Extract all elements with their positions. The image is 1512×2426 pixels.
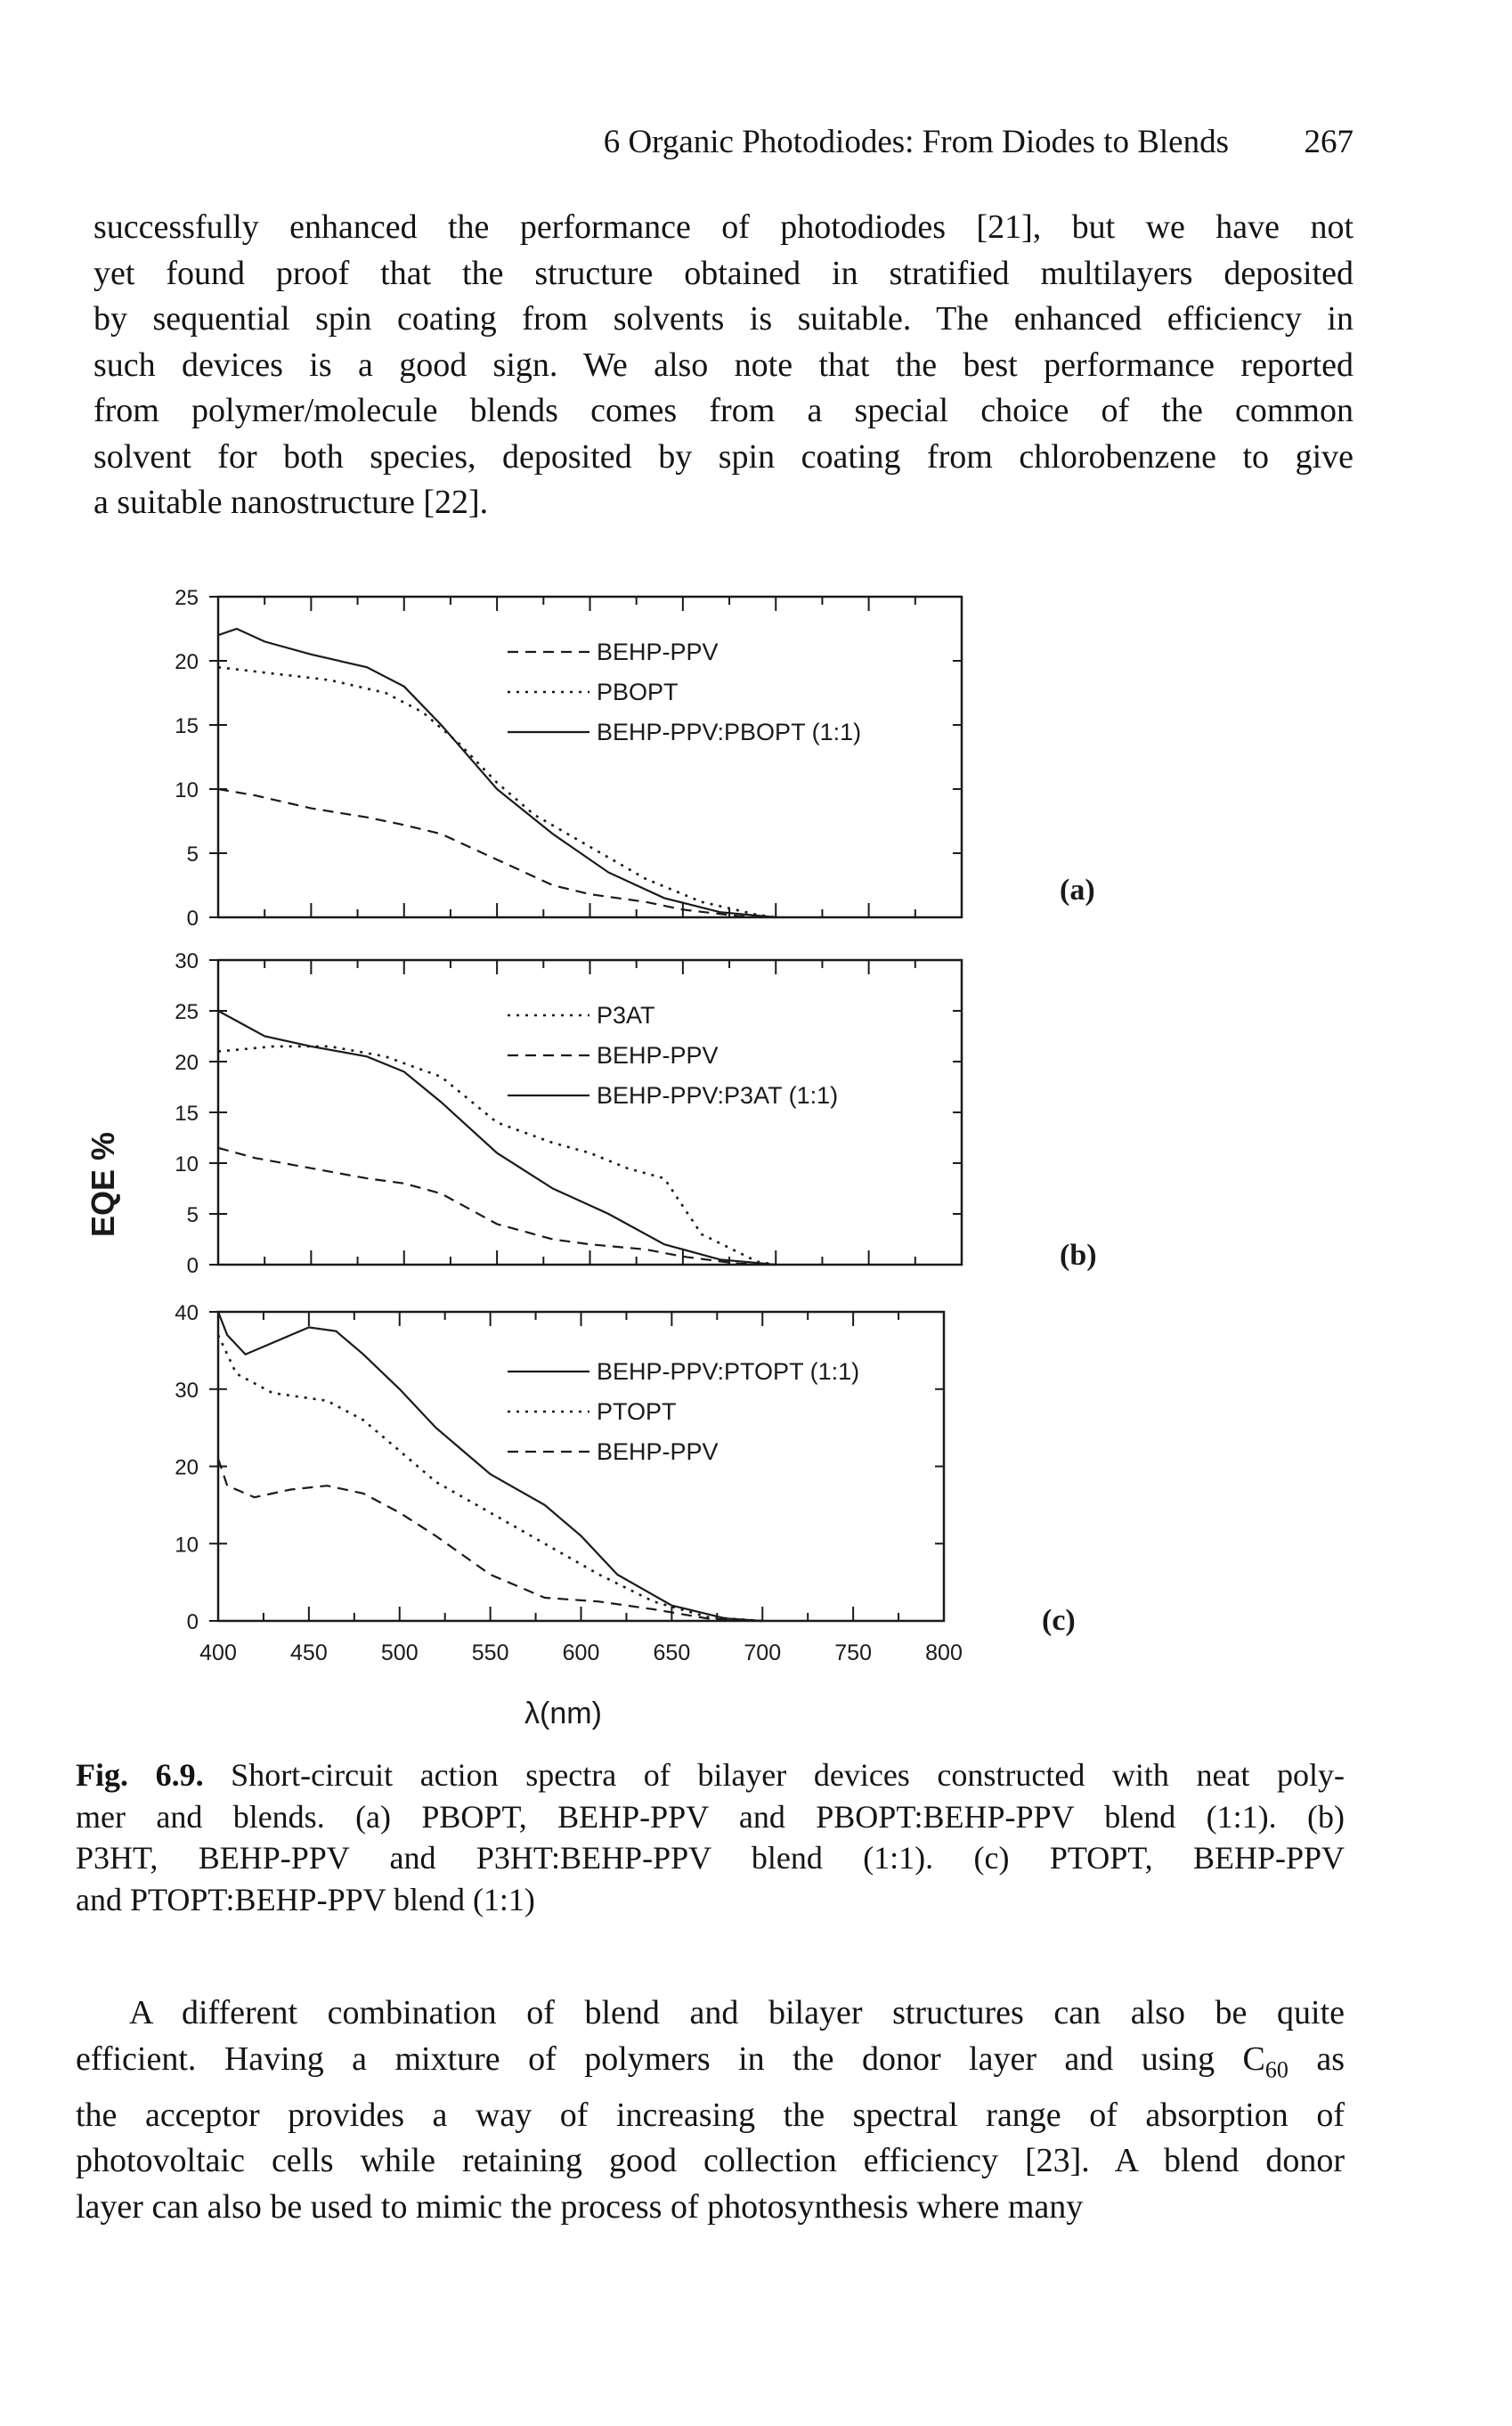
y-tick-label: 0 [187,1254,199,1278]
paragraph-line-part: as [1288,2039,1345,2078]
paragraph-line-part: efficient. Having a mixture of polymers … [76,2039,1265,2078]
series-line-3 [217,627,776,919]
y-tick-label: 20 [175,650,199,674]
caption-line: P3HT, BEHP-PPV and P3HT:BEHP-PPV blend (… [76,1840,1345,1876]
series-line-3 [217,1010,776,1266]
y-tick-label: 20 [175,1051,199,1075]
subscript-60: 60 [1264,2056,1288,2083]
chart-panel-3: 0 10 20 30 40 400 450 500 550 600 650 700 750 800 λ(nm… [175,1301,1075,1730]
plot-frame [216,595,963,919]
y-tick-label: 10 [175,778,199,802]
y-tick-label: 15 [175,714,199,738]
x-tick-label: 700 [744,1640,781,1665]
x-tick-label: 750 [834,1640,872,1665]
paragraph-line: photovoltaic cells while retaining good … [76,2142,1345,2180]
panel-label: (c) [1042,1604,1076,1637]
top-paragraph: successfully enhanced the performance of… [93,205,1353,526]
running-title: 6 Organic Photodiodes: From Diodes to Bl… [603,124,1229,160]
y-axis-label: EQE % [85,1132,121,1237]
legend-label: BEHP-PPV:PTOPT (1:1) [597,1358,859,1385]
caption-text: Short-circuit action spectra of bilayer … [231,1757,1345,1793]
page-number: 267 [1304,124,1354,160]
y-tick-label: 10 [175,1533,199,1557]
x-tick-label: 500 [381,1640,419,1665]
x-tick-label: 600 [563,1640,600,1665]
legend-label: BEHP-PPV:PBOPT (1:1) [597,719,861,745]
legend-label: PBOPT [597,679,679,705]
legend-label: BEHP-PPV [597,1042,719,1069]
legend-label: BEHP-PPV:P3AT (1:1) [597,1082,838,1109]
y-tick-label: 5 [187,843,199,867]
series-line-1 [217,1045,776,1266]
caption-line: mer and blends. (a) PBOPT, BEHP-PPV and … [76,1798,1345,1835]
y-tick-label: 0 [187,1610,199,1634]
paragraph-line: by sequential spin coating from solvents… [93,300,1353,338]
legend-label: PTOPT [597,1398,677,1425]
y-tick-label: 20 [175,1456,199,1480]
legend-label: BEHP-PPV [597,1438,719,1465]
x-tick-label: 800 [925,1640,963,1665]
bottom-paragraph: A different combination of blend and bil… [76,1990,1345,2230]
y-tick-label: 10 [175,1152,199,1176]
y-tick-label: 30 [175,949,199,973]
panel-label: (b) [1060,1239,1097,1272]
x-tick-label: 450 [290,1640,328,1665]
y-tick-label: 5 [187,1203,199,1227]
y-tick-label: 40 [175,1301,199,1325]
paragraph-line: efficient. Having a mixture of polymers … [76,2037,1345,2093]
plot-frame [216,958,963,1266]
paragraph-line: solvent for both species, deposited by s… [93,437,1353,476]
y-tick-label: 0 [187,907,199,931]
paragraph-line: a suitable nanostructure [22]. [93,484,489,521]
paragraph-line: the acceptor provides a way of increasin… [76,2096,1345,2134]
legend-label: BEHP-PPV [597,639,719,665]
paragraph-line: layer can also be used to mimic the proc… [76,2187,1084,2226]
y-tick-label: 25 [175,1000,199,1024]
x-tick-label: 400 [199,1640,237,1665]
x-tick-label: 550 [472,1640,509,1665]
paragraph-line: yet found proof that the structure obtai… [93,254,1353,292]
paragraph-line: successfully enhanced the performance of… [93,208,1353,246]
y-tick-label: 25 [175,586,199,610]
caption-label: Fig. 6.9. [76,1757,204,1793]
series-line-2 [217,665,776,919]
x-axis-label: λ(nm) [524,1697,602,1730]
series-line-2 [217,1146,776,1266]
paragraph-line: from polymer/molecule blends comes from … [93,392,1353,429]
caption-line: Fig. 6.9. Short-circuit action spectra o… [76,1754,1345,1796]
caption-line: and PTOPT:BEHP-PPV blend (1:1) [76,1881,535,1917]
series-line-3 [216,1458,763,1623]
paragraph-line: A different combination of blend and bil… [129,1994,1345,2031]
y-tick-label: 30 [175,1379,199,1403]
paragraph-line: such devices is a good sign. We also not… [93,346,1353,384]
series-line-1 [217,787,776,919]
series-line-1 [216,1311,763,1623]
panel-label: (a) [1060,874,1095,907]
y-tick-label: 15 [175,1102,199,1126]
figure-caption: Fig. 6.9. Short-circuit action spectra o… [76,1754,1345,1920]
legend-label: P3AT [597,1002,655,1029]
x-tick-label: 650 [654,1640,691,1665]
